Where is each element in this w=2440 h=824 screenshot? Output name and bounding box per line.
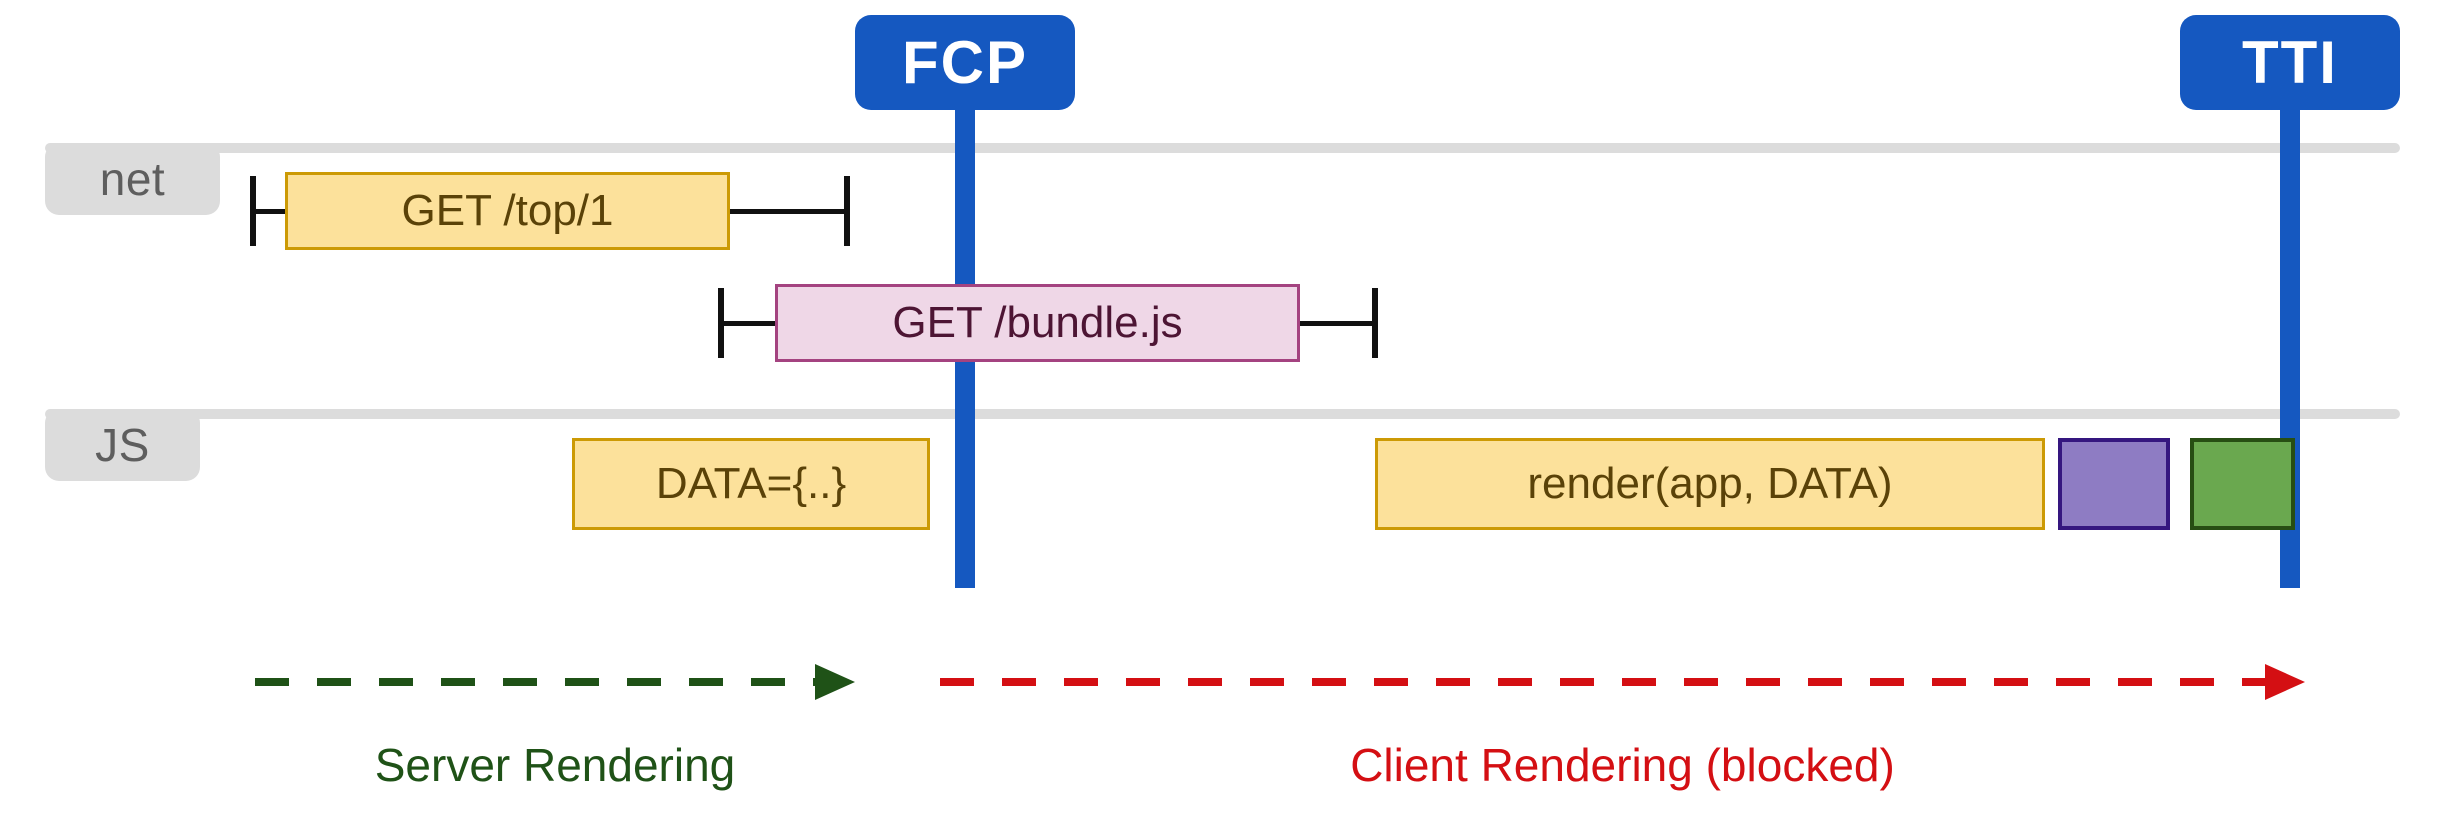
js-task-purple-block[interactable]	[2058, 438, 2170, 530]
phase-arrow-client	[940, 664, 2305, 700]
js-task-data-assign[interactable]: DATA={..}	[572, 438, 930, 530]
lane-label-net: net	[45, 143, 220, 215]
phase-arrow-server-dashes	[255, 678, 821, 686]
phase-arrow-client-dashes	[940, 678, 2271, 686]
get-bundle-whisker-cap-end	[1372, 288, 1378, 358]
phase-label-server: Server Rendering	[374, 739, 736, 791]
js-lane-rail	[45, 409, 2400, 419]
net-task-get-top-label: GET /top/1	[401, 186, 614, 235]
js-task-green-block[interactable]	[2190, 438, 2295, 530]
phase-arrow-server-head	[815, 664, 855, 700]
net-task-get-bundle[interactable]: GET /bundle.js	[775, 284, 1300, 362]
phase-arrow-client-head	[2265, 664, 2305, 700]
get-top-whisker-cap-end	[844, 176, 850, 246]
js-task-render-call-label: render(app, DATA)	[1527, 459, 1893, 508]
get-top-whisker-cap-start	[250, 176, 256, 246]
js-task-data-assign-label: DATA={..}	[655, 459, 847, 508]
get-bundle-whisker-cap-start	[718, 288, 724, 358]
lane-label-js: JS	[45, 409, 200, 481]
net-task-get-top[interactable]: GET /top/1	[285, 172, 730, 250]
milestone-badge-fcp-label: FCP	[902, 28, 1028, 96]
net-lane-rail	[45, 143, 2400, 153]
milestone-badge-tti[interactable]: TTI	[2180, 15, 2400, 110]
lane-label-js-text: JS	[95, 419, 150, 471]
js-task-render-call[interactable]: render(app, DATA)	[1375, 438, 2045, 530]
phase-arrow-server	[255, 664, 855, 700]
milestone-badge-tti-label: TTI	[2242, 28, 2338, 96]
milestone-badge-fcp[interactable]: FCP	[855, 15, 1075, 110]
net-task-get-bundle-label: GET /bundle.js	[892, 298, 1183, 347]
phase-label-client: Client Rendering (blocked)	[1350, 739, 1895, 791]
lane-label-net-text: net	[99, 153, 166, 205]
